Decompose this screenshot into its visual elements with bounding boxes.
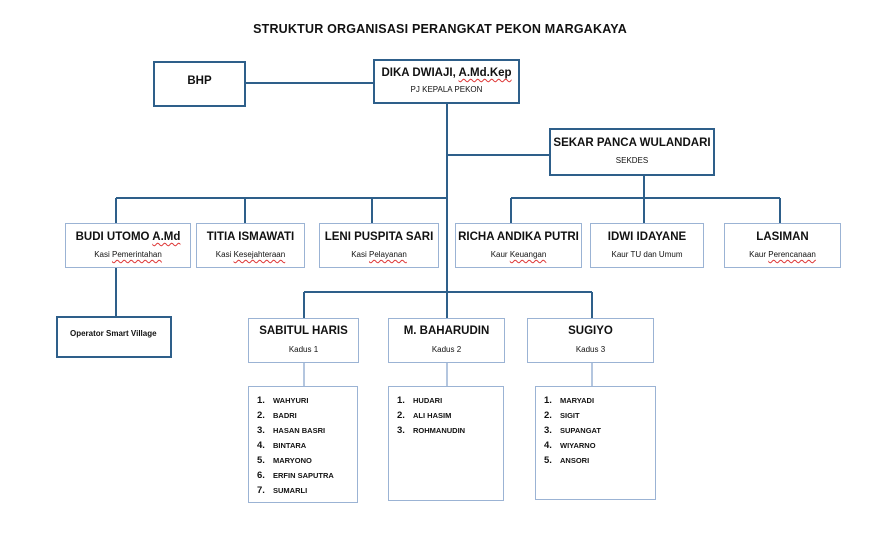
head-role: PJ KEPALA PEKON: [410, 85, 483, 94]
officer-box-4: RICHA ANDIKA PUTRI Kaur Keuangan: [455, 223, 582, 268]
member-item: 4.WIYARNO: [544, 440, 596, 451]
member-item: 5.ANSORI: [544, 455, 590, 466]
member-item: 7.SUMARLI: [257, 485, 308, 496]
bhp-box: BHP: [153, 61, 246, 107]
kadus-2-members: 1.HUDARI 2.ALI HASIM 3.ROHMANUDIN: [388, 386, 504, 501]
kadus-1-members: 1.WAHYURI 2.BADRI 3.HASAN BASRI 4.BINTAR…: [248, 386, 358, 503]
member-item: 2.BADRI: [257, 410, 297, 421]
officer-box-3: LENI PUSPITA SARI Kasi Pelayanan: [319, 223, 439, 268]
head-box: DIKA DWIAJI, A.Md.Kep PJ KEPALA PEKON: [373, 59, 520, 104]
kadus-name-1: SABITUL HARIS: [259, 325, 348, 337]
operator-label: Operator Smart Village: [70, 329, 157, 338]
kadus-3-members: 1.MARYADI 2.SIGIT 3.SUPANGAT 4.WIYARNO 5…: [535, 386, 656, 500]
kadus-name-2: M. BAHARUDIN: [403, 325, 490, 337]
officer-role-5: Kaur TU dan Umum: [611, 250, 683, 259]
member-item: 3.HASAN BASRI: [257, 425, 326, 436]
member-item: 1.HUDARI: [397, 395, 443, 406]
member-item: 1.WAHYURI: [257, 395, 309, 406]
kadus-role-3: Kadus 3: [575, 345, 606, 354]
kadus-box-1: SABITUL HARIS Kadus 1: [248, 318, 359, 363]
officer-name-6: LASIMAN: [756, 231, 809, 243]
officer-role-4: Kaur Keuangan: [490, 250, 547, 259]
bhp-label: BHP: [187, 75, 212, 87]
member-item: 3.ROHMANUDIN: [397, 425, 466, 436]
officer-role-6: Kaur Perencanaan: [749, 250, 816, 259]
member-item: 6.ERFIN SAPUTRA: [257, 470, 334, 481]
officer-name-3: LENI PUSPITA SARI: [324, 231, 434, 243]
officer-box-6: LASIMAN Kaur Perencanaan: [724, 223, 841, 268]
member-item: 1.MARYADI: [544, 395, 595, 406]
officer-role-1: Kasi Pemerintahan: [94, 250, 162, 259]
kadus-role-1: Kadus 1: [288, 345, 319, 354]
officer-box-1: BUDI UTOMO A.Md Kasi Pemerintahan: [65, 223, 191, 268]
officer-role-2: Kasi Kesejahteraan: [215, 250, 286, 259]
kadus-name-3: SUGIYO: [568, 325, 613, 337]
sekdes-role: SEKDES: [615, 156, 649, 165]
member-item: 3.SUPANGAT: [544, 425, 601, 436]
officer-name-2: TITIA ISMAWATI: [206, 231, 295, 243]
member-item: 2.SIGIT: [544, 410, 580, 421]
officer-name-1: BUDI UTOMO A.Md: [75, 231, 181, 243]
head-name: DIKA DWIAJI, A.Md.Kep: [381, 67, 512, 79]
kadus-role-2: Kadus 2: [431, 345, 462, 354]
member-item: 5.MARYONO: [257, 455, 312, 466]
kadus-box-2: M. BAHARUDIN Kadus 2: [388, 318, 505, 363]
member-item: 4.BINTARA: [257, 440, 307, 451]
sekdes-name: SEKAR PANCA WULANDARI: [553, 137, 711, 149]
officer-box-5: IDWI IDAYANE Kaur TU dan Umum: [590, 223, 704, 268]
officer-name-4: RICHA ANDIKA PUTRI: [458, 231, 579, 243]
sekdes-box: SEKAR PANCA WULANDARI SEKDES: [549, 128, 715, 176]
kadus-box-3: SUGIYO Kadus 3: [527, 318, 654, 363]
operator-box: Operator Smart Village: [56, 316, 172, 358]
officer-role-3: Kasi Pelayanan: [351, 250, 407, 259]
officer-name-5: IDWI IDAYANE: [607, 231, 687, 243]
chart-title: STRUKTUR ORGANISASI PERANGKAT PEKON MARG…: [253, 22, 627, 36]
member-item: 2.ALI HASIM: [397, 410, 452, 421]
officer-box-2: TITIA ISMAWATI Kasi Kesejahteraan: [196, 223, 305, 268]
